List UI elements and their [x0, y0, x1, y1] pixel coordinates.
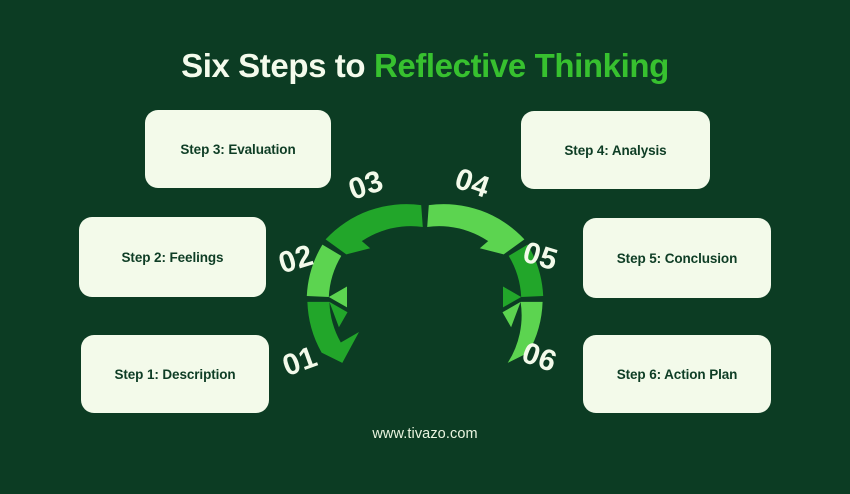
arc-arrowhead-01 — [329, 301, 348, 328]
arc-segment-06 — [507, 301, 543, 363]
step-card-6[interactable]: Step 6: Action Plan — [583, 335, 771, 413]
page-title-part-1: Six Steps to — [181, 47, 374, 84]
step-card-5-label: Step 5: Conclusion — [616, 250, 738, 266]
arc-segment-02 — [306, 244, 342, 297]
arc-segment-01 — [307, 301, 359, 363]
arc-arrowhead-05 — [503, 286, 522, 308]
step-card-3-label: Step 3: Evaluation — [180, 141, 296, 157]
step-card-1-label: Step 1: Description — [114, 366, 236, 382]
step-card-4-label: Step 4: Analysis — [564, 142, 667, 158]
arc-arrowhead-04 — [479, 235, 504, 255]
arc-svg — [306, 204, 544, 363]
step-card-2[interactable]: Step 2: Feelings — [79, 217, 266, 297]
arc-segment-03 — [325, 204, 423, 255]
arc-segment-04 — [427, 204, 525, 255]
step-card-3[interactable]: Step 3: Evaluation — [145, 110, 331, 188]
arc-arrowhead-03 — [346, 235, 371, 255]
step-card-5[interactable]: Step 5: Conclusion — [583, 218, 771, 298]
step-card-2-label: Step 2: Feelings — [121, 249, 224, 265]
page-title-part-2: Reflective Thinking — [373, 47, 669, 84]
circular-arrow-diagram — [300, 155, 550, 410]
step-card-4[interactable]: Step 4: Analysis — [521, 111, 710, 189]
step-card-1[interactable]: Step 1: Description — [81, 335, 269, 413]
arc-arrowhead-02 — [328, 286, 347, 308]
step-card-6-label: Step 6: Action Plan — [616, 366, 738, 382]
page-title: Six Steps to Reflective Thinking — [0, 46, 850, 86]
arc-arrowhead-06 — [502, 301, 521, 328]
arc-segment-05 — [508, 244, 544, 297]
footer-url: www.tivazo.com — [372, 426, 478, 442]
